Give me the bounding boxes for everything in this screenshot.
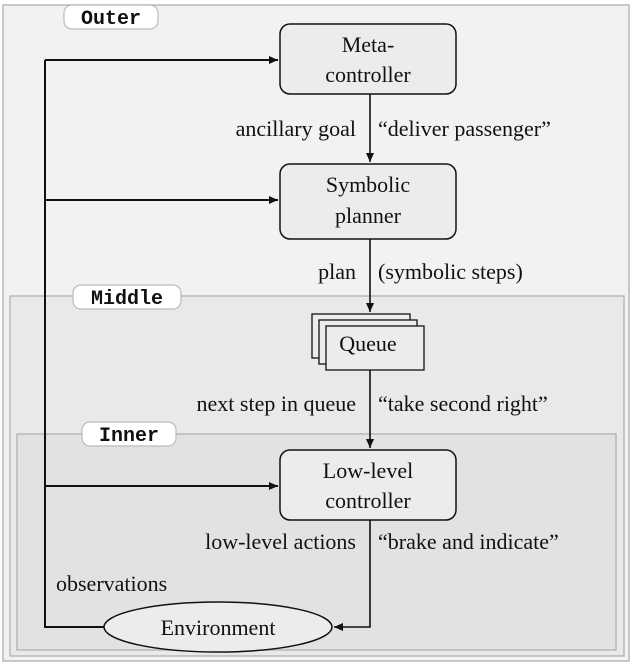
outer-tag-box	[63, 4, 159, 30]
low-level-controller-label-2: controller	[325, 488, 411, 513]
low-to-environment-arrow	[334, 520, 371, 631]
outer-tag: Outer	[81, 8, 141, 31]
low-level-controller-label-1: Low-level	[323, 458, 413, 483]
inner-tag-box	[81, 421, 177, 447]
environment-node: Environment	[103, 601, 333, 653]
middle-tag: Middle	[91, 288, 163, 311]
low-level-controller-node: Low-level controller	[279, 449, 457, 521]
environment-label: Environment	[161, 615, 276, 640]
planner-to-queue-right-label: (symbolic steps)	[378, 259, 523, 284]
planner-to-queue-left-label: plan	[318, 259, 356, 284]
queue-to-low-right-label: “take second right”	[378, 391, 548, 416]
inner-tag: Inner	[99, 425, 159, 448]
observations-label: observations	[56, 571, 167, 596]
meta-controller-label-1: Meta-	[342, 32, 395, 57]
observation-feedback-line	[44, 60, 104, 628]
meta-controller-label-2: controller	[325, 62, 411, 87]
meta-to-planner-right-label: “deliver passenger”	[378, 116, 551, 141]
meta-to-planner-left-label: ancillary goal	[236, 116, 356, 141]
meta-controller-node: Meta- controller	[279, 23, 457, 95]
queue-label: Queue	[339, 331, 396, 356]
middle-tag-box	[72, 284, 182, 310]
symbolic-planner-label-2: planner	[335, 203, 402, 228]
low-to-environment-right-label: “brake and indicate”	[378, 529, 559, 554]
symbolic-planner-node: Symbolic planner	[279, 163, 457, 240]
queue-to-low-left-label: next step in queue	[197, 391, 356, 416]
low-to-environment-left-label: low-level actions	[205, 529, 356, 554]
symbolic-planner-label-1: Symbolic	[326, 172, 411, 197]
queue-node: Queue	[311, 313, 425, 371]
